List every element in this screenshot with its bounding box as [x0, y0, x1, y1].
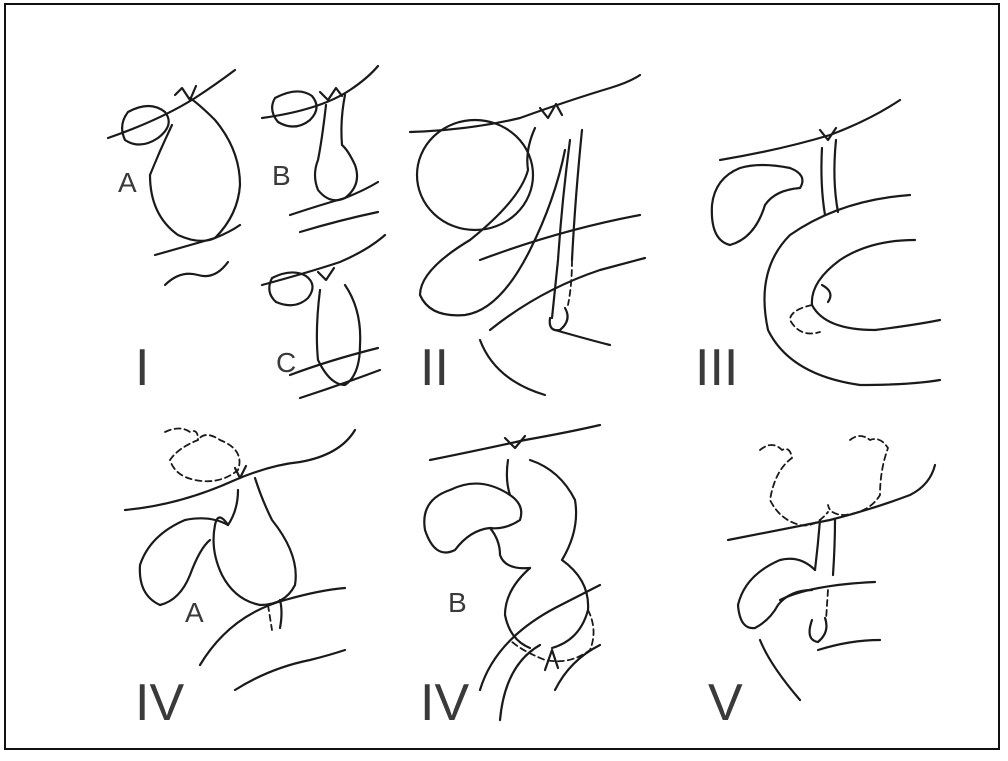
figure-frame: [4, 3, 1000, 750]
